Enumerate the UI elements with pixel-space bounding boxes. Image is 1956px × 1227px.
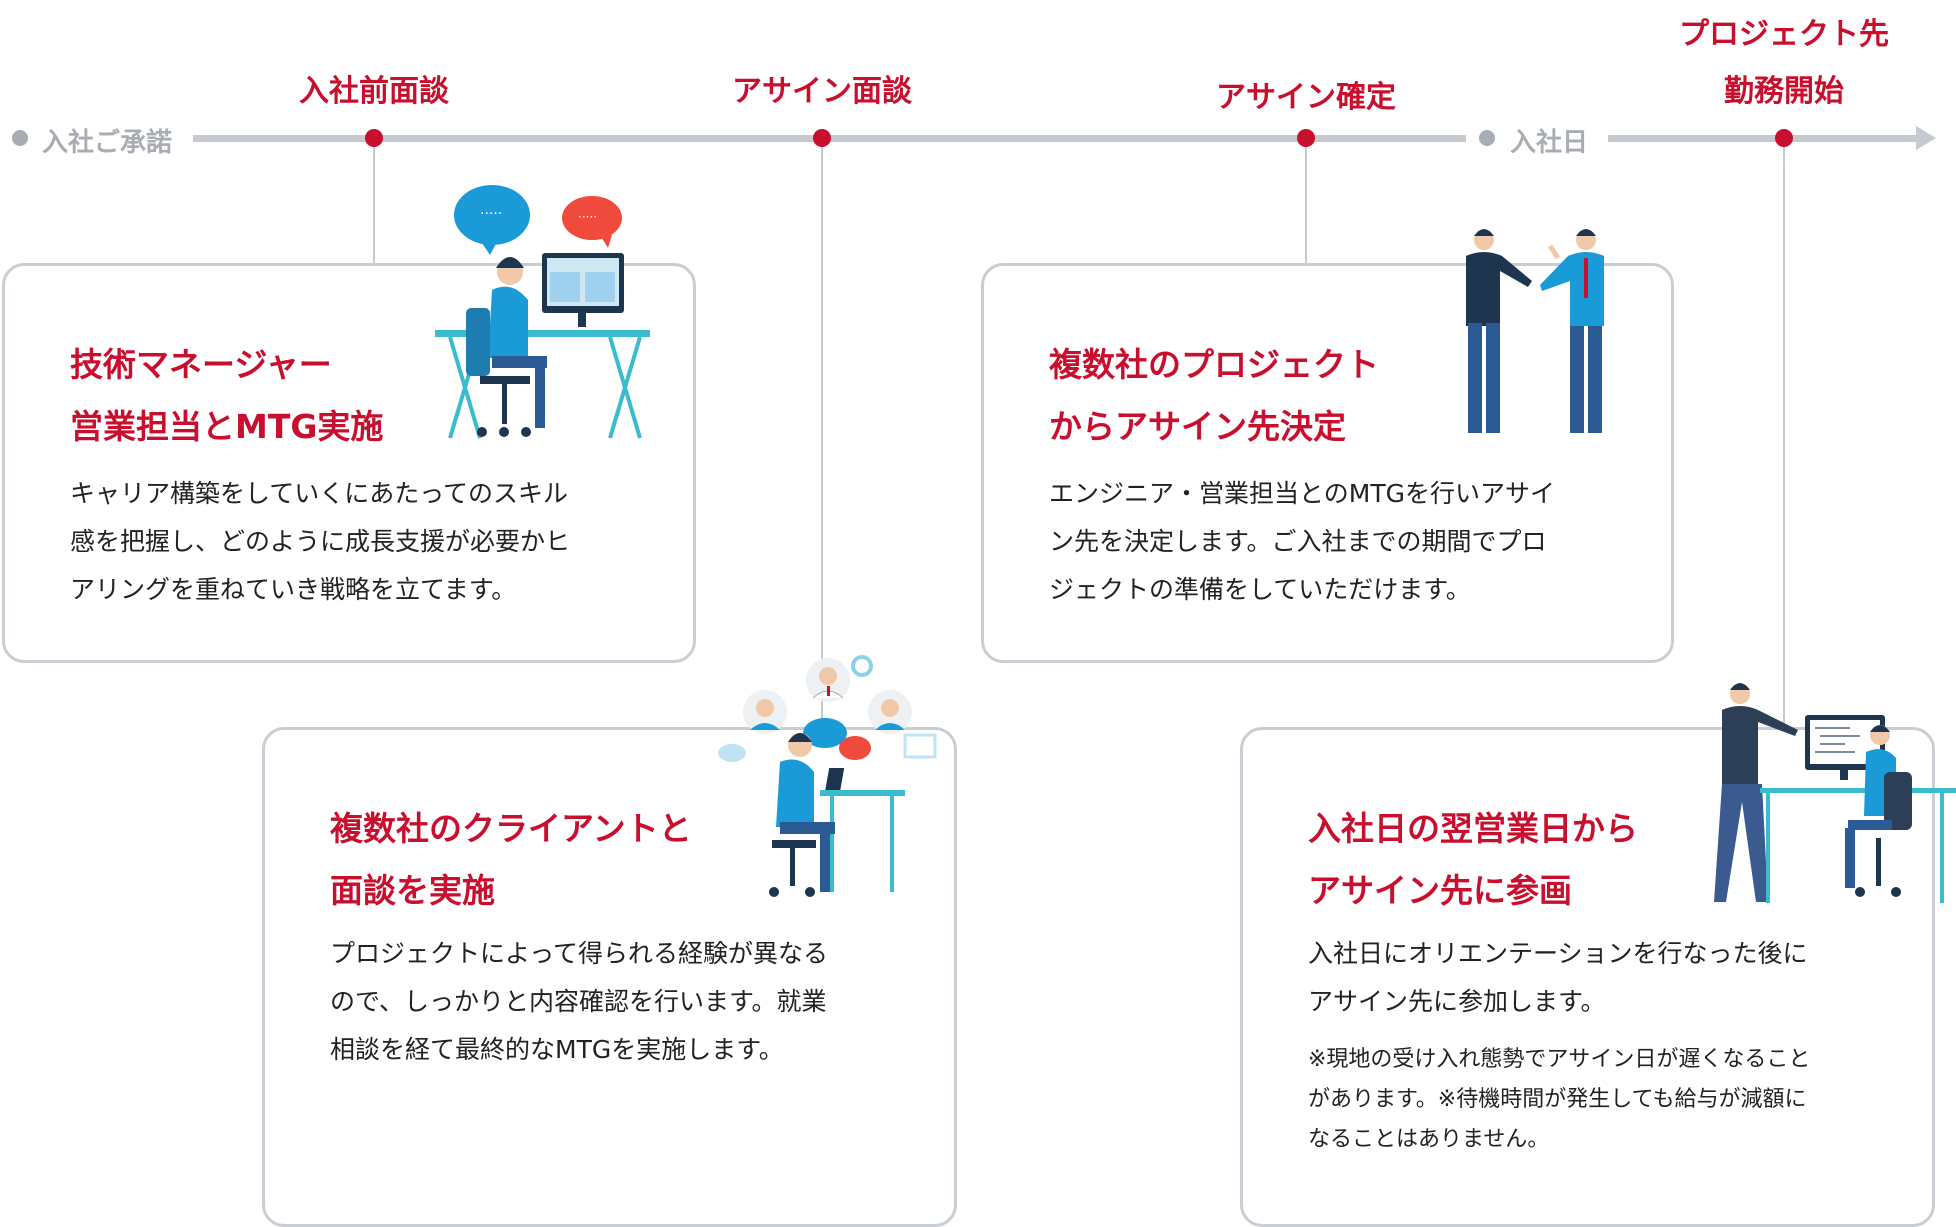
join-dot	[1479, 130, 1495, 146]
connector-3	[1305, 138, 1307, 265]
step-card-4: 入社日の翌営業日からアサイン先に参画 入社日にオリエンテーションを行なった後にア…	[1240, 727, 1935, 1227]
step-card-3: 複数社のプロジェクトからアサイン先決定 エンジニア・営業担当とのMTGを行いアサ…	[981, 263, 1674, 663]
card-body: 入社日にオリエンテーションを行なった後にアサイン先に参加します。	[1308, 939, 1808, 1016]
video-meeting-illustration: ····· ·····	[435, 185, 650, 439]
timeline-arrowhead	[1916, 126, 1936, 150]
step-card-1: 技術マネージャー営業担当とMTG実施 キャリア構築をしていくにあたってのスキル感…	[2, 263, 696, 663]
svg-text:·····: ·····	[480, 206, 502, 222]
client-interview-illustration	[718, 655, 937, 897]
connector-2	[821, 138, 823, 728]
milestone-dot-2	[813, 129, 831, 147]
timeline-line	[193, 135, 1918, 142]
card-title: 複数社のクライアントと面談を実施	[330, 809, 692, 910]
milestone-dot-4	[1775, 129, 1793, 147]
card-title: 技術マネージャー営業担当とMTG実施	[70, 345, 384, 446]
step-card-2: 複数社のクライアントと面談を実施 プロジェクトによって得られる経験が異なるので、…	[262, 727, 957, 1227]
card-title: 複数社のプロジェクトからアサイン先決定	[1049, 345, 1379, 446]
milestone-label-4b: 勤務開始	[1724, 74, 1844, 109]
svg-text:·····: ·····	[578, 210, 597, 224]
milestone-dot-1	[365, 129, 383, 147]
milestone-label-3: アサイン確定	[1216, 80, 1396, 115]
onboarding-workstation-illustration	[1714, 683, 1956, 903]
milestone-dot-3	[1297, 129, 1315, 147]
connector-1	[373, 138, 375, 265]
timeline-gap	[1466, 130, 1608, 147]
card-note: ※現地の受け入れ態勢でアサイン日が遅くなることがあります。※待機時間が発生しても…	[1308, 1047, 1811, 1152]
join-label: 入社日	[1510, 128, 1589, 158]
card-body: プロジェクトによって得られる経験が異なるので、しっかりと内容確認を行います。就業…	[330, 939, 829, 1064]
start-dot	[12, 130, 28, 146]
card-body: キャリア構築をしていくにあたってのスキル感を把握し、どのように成長支援が必要かヒ…	[70, 479, 571, 604]
milestone-label-2: アサイン面談	[732, 74, 912, 109]
milestone-label-1: 入社前面談	[299, 74, 449, 109]
card-body: エンジニア・営業担当とのMTGを行いアサイン先を決定します。ご入社までの期間でプ…	[1049, 479, 1555, 604]
milestone-label-4a: プロジェクト先	[1679, 17, 1889, 52]
handshake-illustration	[1466, 229, 1604, 433]
card-title: 入社日の翌営業日からアサイン先に参画	[1308, 809, 1638, 910]
start-label: 入社ご承諾	[42, 128, 173, 158]
connector-4	[1783, 138, 1785, 728]
